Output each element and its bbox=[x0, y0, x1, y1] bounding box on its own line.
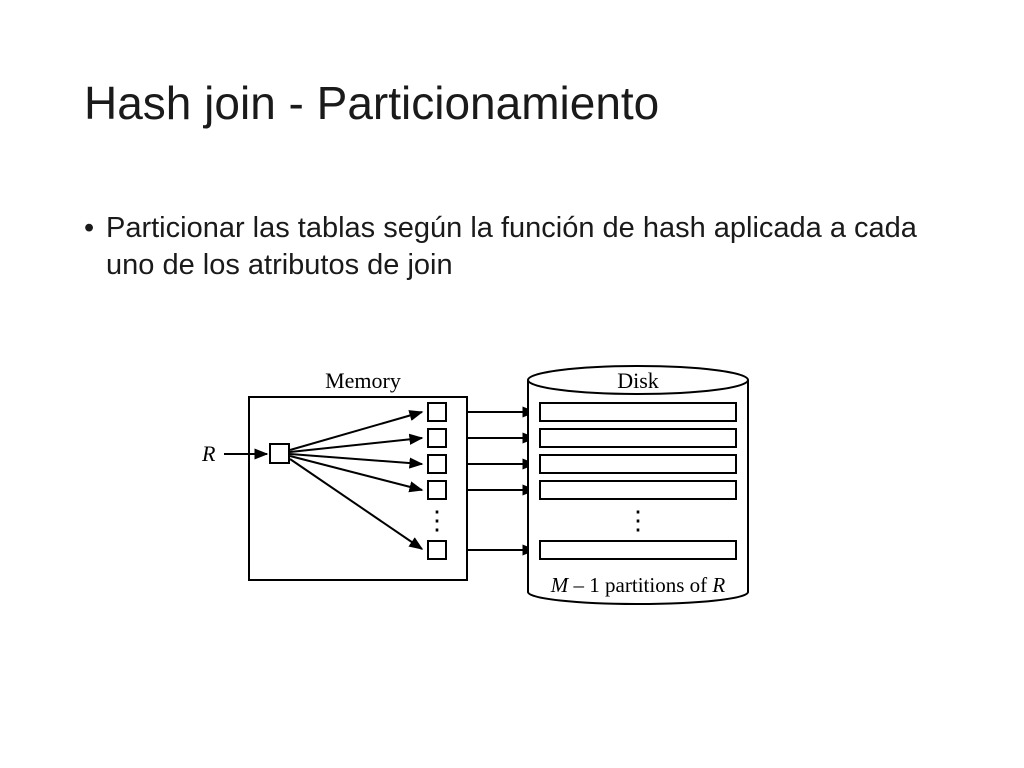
memory-box bbox=[248, 396, 468, 581]
input-label: R bbox=[201, 441, 216, 466]
memory-label: Memory bbox=[325, 368, 401, 393]
disk-partition bbox=[539, 428, 737, 448]
bullet-marker: • bbox=[84, 212, 95, 244]
hash-partitioning-diagram: Memory R ⋮ Disk ⋮ M – 1 partitions of R bbox=[201, 365, 749, 605]
hash-function-box bbox=[269, 443, 290, 464]
disk-top bbox=[527, 365, 749, 395]
disk-partition bbox=[539, 480, 737, 500]
disk-partition bbox=[539, 402, 737, 422]
bullet-item: • Particionar las tablas según la funció… bbox=[84, 210, 944, 284]
output-buffer bbox=[427, 480, 447, 500]
bullet-list: • Particionar las tablas según la funció… bbox=[84, 210, 944, 284]
fanout-arrow bbox=[289, 453, 424, 469]
partition-ellipsis: ⋮ bbox=[625, 506, 651, 535]
output-buffer bbox=[427, 428, 447, 448]
slide-title: Hash join - Particionamiento bbox=[84, 77, 660, 129]
disk-label: Disk bbox=[617, 368, 659, 393]
output-buffer bbox=[427, 540, 447, 560]
bullet-text: Particionar las tablas según la función … bbox=[106, 212, 917, 281]
fanout-arrow bbox=[289, 410, 424, 451]
output-buffer bbox=[427, 402, 447, 422]
partitions-caption: M – 1 partitions of R bbox=[550, 573, 726, 597]
output-buffer bbox=[427, 454, 447, 474]
fanout-arrow bbox=[289, 433, 424, 453]
fanout-arrow bbox=[289, 458, 424, 550]
fanout-arrow bbox=[289, 455, 424, 493]
disk-partition bbox=[539, 454, 737, 474]
buffer-ellipsis: ⋮ bbox=[424, 506, 450, 535]
disk-partition bbox=[539, 540, 737, 560]
